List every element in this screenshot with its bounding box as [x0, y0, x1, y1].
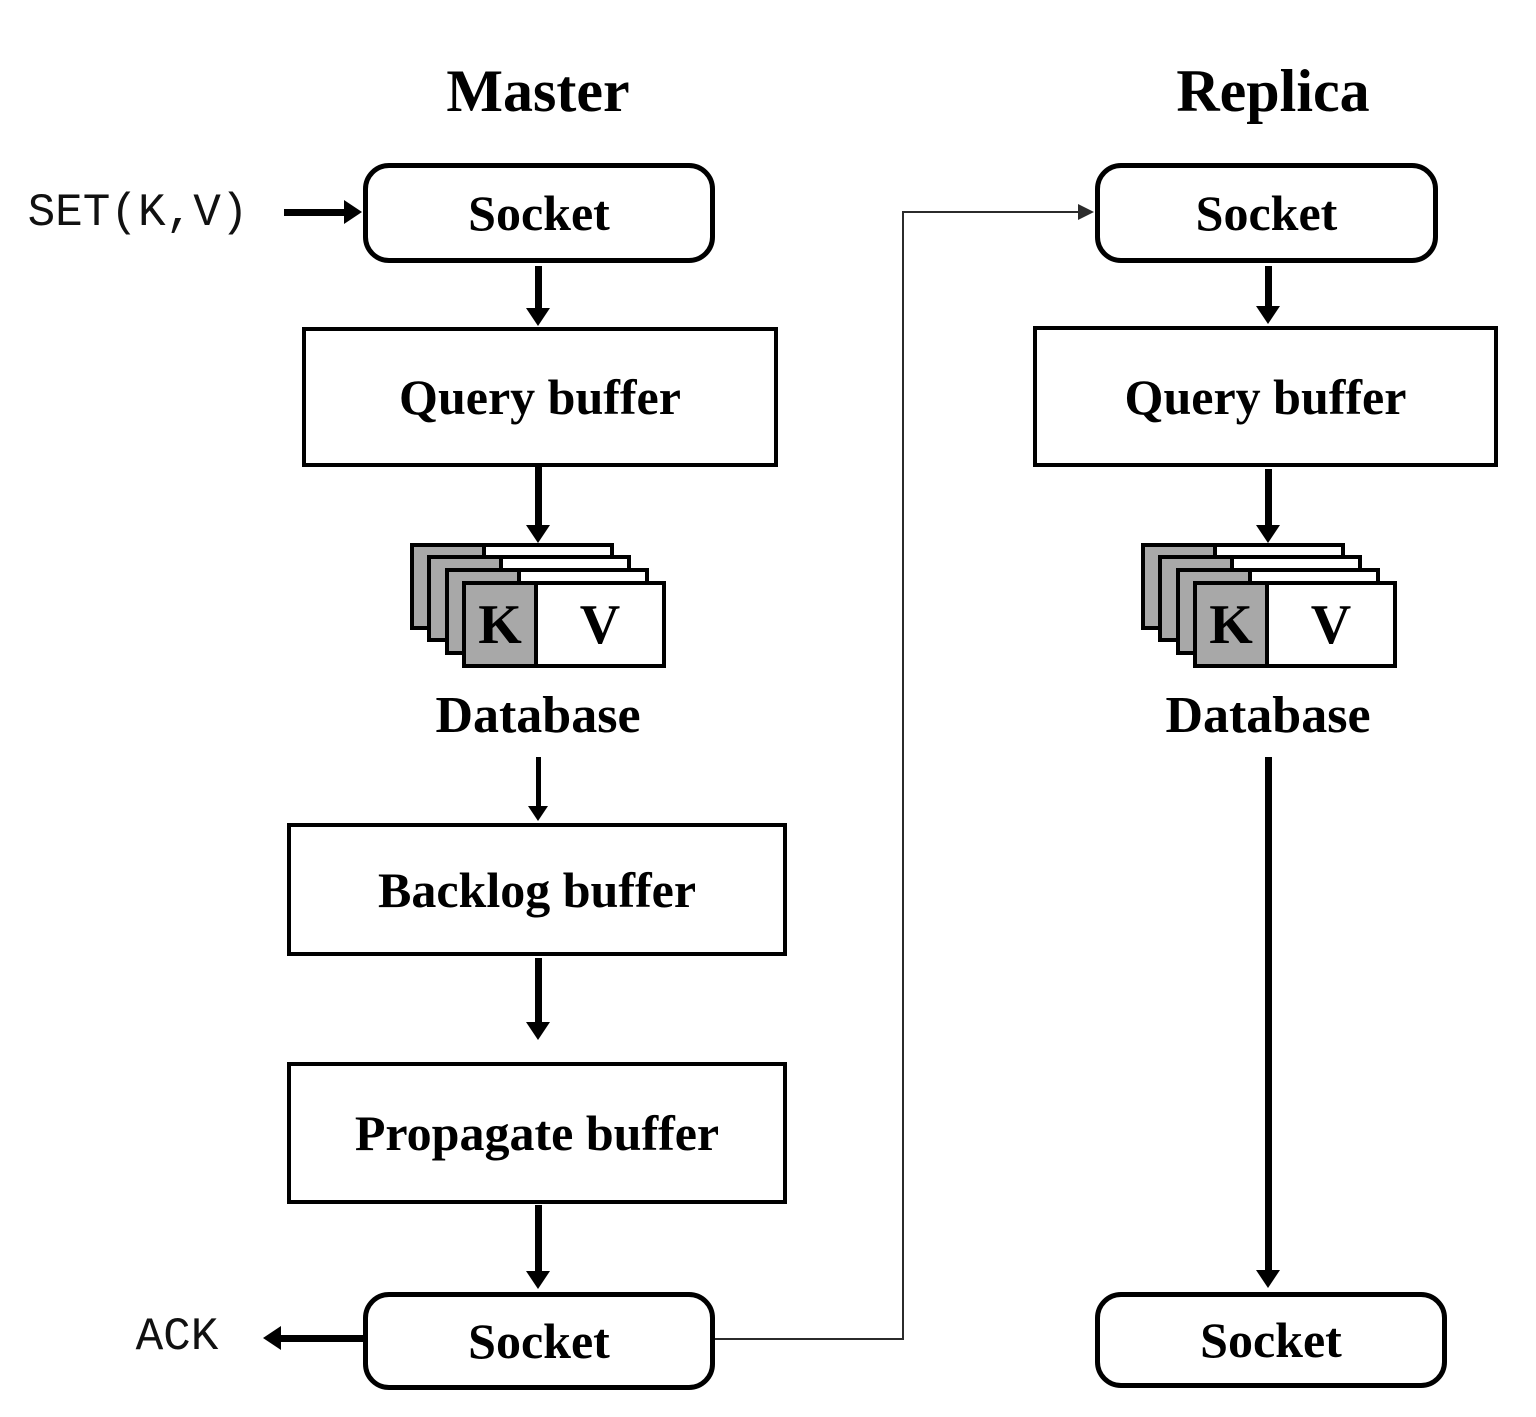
master-query-buffer-box: Query buffer — [302, 327, 778, 467]
master-backlog-buffer-box: Backlog buffer — [287, 823, 787, 956]
kv-key-cell: K — [1197, 585, 1269, 664]
arrow-master-socket-to-querybuffer — [526, 266, 550, 326]
replica-socket-out-box: Socket — [1095, 1292, 1447, 1388]
arrow-master-database-to-backlog — [528, 757, 548, 821]
kv-card-front: K V — [462, 581, 666, 668]
master-query-buffer-label: Query buffer — [399, 369, 681, 425]
replica-title: Replica — [1176, 58, 1370, 124]
master-title: Master — [446, 58, 630, 124]
replica-socket-in-label: Socket — [1195, 185, 1338, 241]
connector-master-to-replica-bottom-segment — [715, 1338, 903, 1340]
arrow-replica-socket-to-querybuffer — [1256, 266, 1280, 324]
kv-key-cell: K — [466, 585, 538, 664]
replica-database-stack: K V — [1141, 543, 1397, 668]
ack-output-arrow — [263, 1326, 363, 1350]
arrow-master-querybuffer-to-database — [526, 467, 550, 543]
arrow-propagate-to-socket — [526, 1205, 550, 1289]
connector-master-to-replica-top-segment — [902, 211, 1080, 213]
replica-database-label: Database — [1165, 687, 1371, 744]
arrow-backlog-to-propagate — [526, 958, 550, 1040]
replica-socket-in-box: Socket — [1095, 163, 1438, 263]
master-propagate-buffer-label: Propagate buffer — [354, 1105, 720, 1161]
set-input-arrow — [284, 200, 362, 224]
replica-query-buffer-label: Query buffer — [1124, 368, 1407, 425]
ack-label: ACK — [135, 1311, 219, 1363]
master-socket-in-label: Socket — [468, 185, 610, 241]
set-command-label: SET(K,V) — [27, 187, 249, 239]
master-socket-out-label: Socket — [468, 1313, 610, 1369]
connector-arrowhead — [1078, 204, 1094, 220]
kv-value-cell: V — [1310, 593, 1352, 656]
master-socket-in-box: Socket — [363, 163, 715, 263]
connector-master-to-replica-vertical-segment — [902, 212, 904, 1340]
arrow-replica-querybuffer-to-database — [1256, 469, 1280, 543]
replica-query-buffer-box: Query buffer — [1033, 326, 1498, 467]
arrow-replica-database-to-socket — [1256, 757, 1280, 1288]
master-socket-out-box: Socket — [363, 1292, 715, 1390]
master-backlog-buffer-label: Backlog buffer — [377, 861, 697, 918]
kv-card-front: K V — [1193, 581, 1397, 668]
replica-socket-out-label: Socket — [1200, 1312, 1342, 1368]
master-propagate-buffer-box: Propagate buffer — [287, 1062, 787, 1204]
kv-value-cell: V — [579, 593, 621, 656]
master-database-stack: K V — [410, 543, 666, 668]
master-database-label: Database — [435, 687, 641, 744]
